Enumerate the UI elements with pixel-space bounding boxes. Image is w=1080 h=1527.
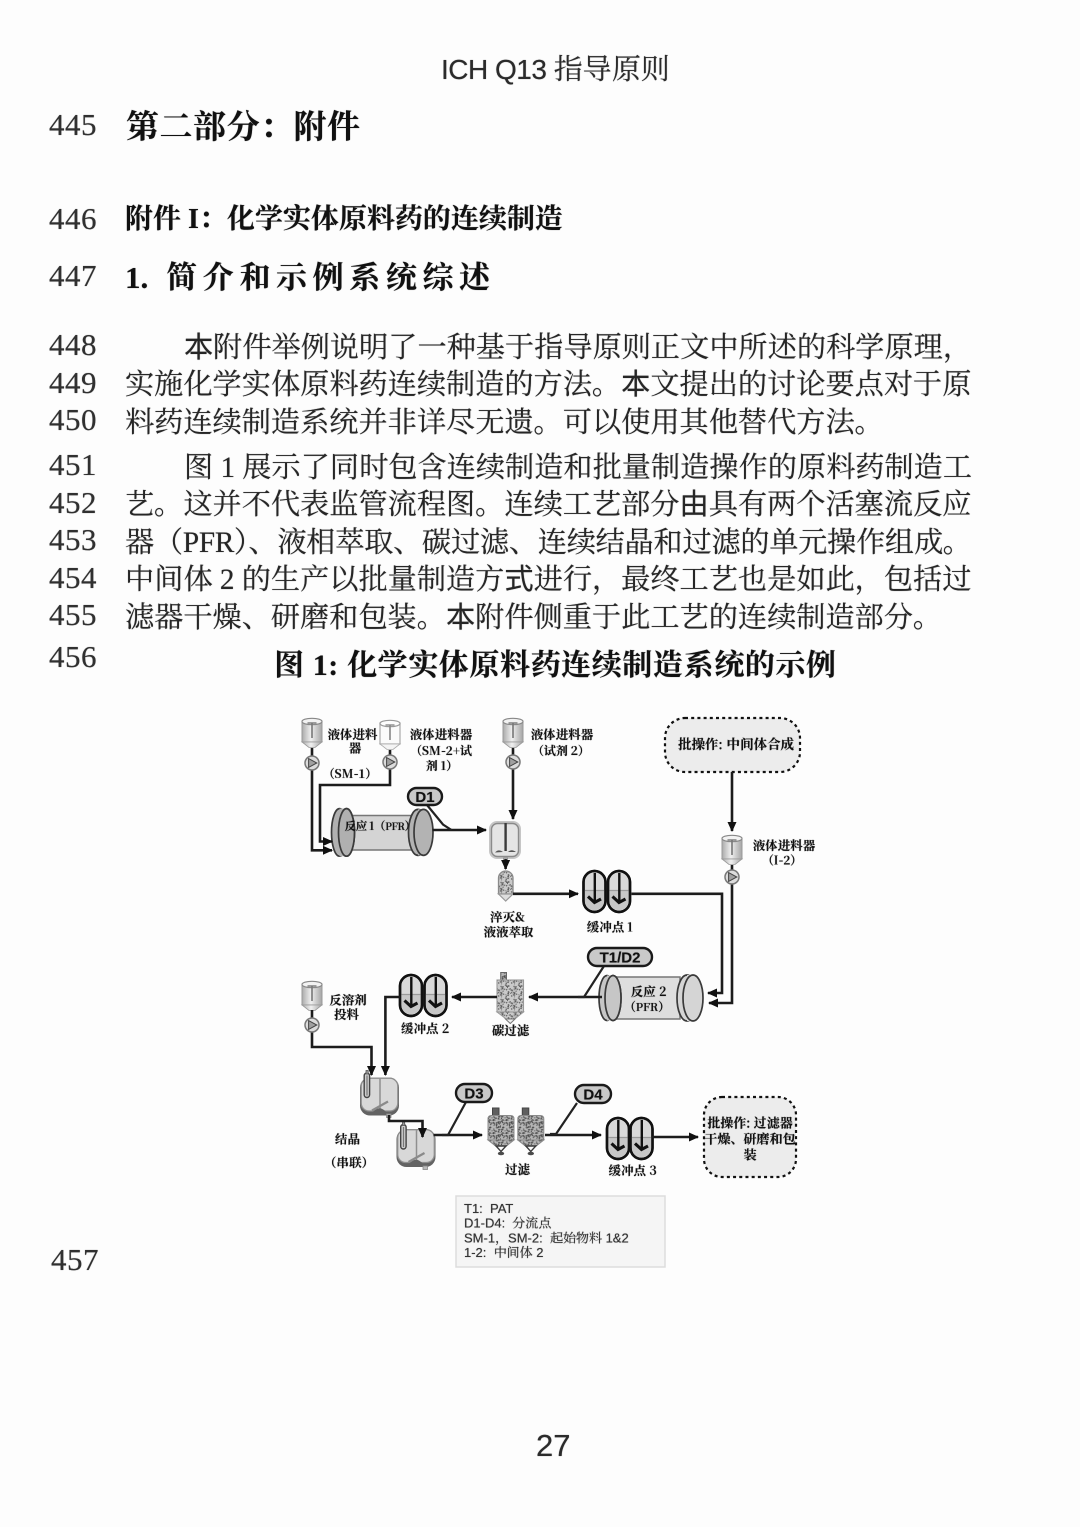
svg-text:SM-1，SM-2: 起始物料 1&2: SM-1，SM-2: 起始物料 1&2 <box>464 1231 629 1246</box>
svg-text:（试剂 2）: （试剂 2） <box>532 742 590 759</box>
svg-text:碳过滤: 碳过滤 <box>492 1021 530 1039</box>
svg-text:液体进料器: 液体进料器 <box>753 836 816 854</box>
svg-text:淬灭&: 淬灭& <box>490 908 526 926</box>
svg-text:投料: 投料 <box>334 1005 360 1023</box>
svg-text:缓冲点 2: 缓冲点 2 <box>401 1019 449 1037</box>
svg-text:反应 1（PFR）: 反应 1（PFR） <box>344 818 415 834</box>
svg-text:剂 1）: 剂 1） <box>426 757 459 774</box>
svg-text:液体进料: 液体进料 <box>327 725 378 743</box>
svg-text:反应 2: 反应 2 <box>631 982 667 1000</box>
svg-text:D3: D3 <box>464 1086 483 1103</box>
svg-text:（SM-2+试: （SM-2+试 <box>410 742 472 759</box>
svg-text:D1: D1 <box>415 789 434 806</box>
svg-text:D4: D4 <box>583 1087 603 1104</box>
svg-text:（串联）: （串联） <box>324 1153 374 1171</box>
svg-text:T1/D2: T1/D2 <box>600 950 641 967</box>
svg-text:批操作: 过滤器: 批操作: 过滤器 <box>707 1113 793 1132</box>
svg-text:缓冲点 3: 缓冲点 3 <box>608 1161 656 1179</box>
svg-text:液体进料器: 液体进料器 <box>531 725 594 743</box>
svg-text:装: 装 <box>743 1145 756 1164</box>
svg-text:结晶: 结晶 <box>335 1130 360 1148</box>
svg-text:（SM-1）: （SM-1） <box>323 765 378 782</box>
svg-text:T1: PAT: T1: PAT <box>464 1201 513 1216</box>
svg-text:器: 器 <box>349 739 362 757</box>
svg-text:D1-D4: 分流点: D1-D4: 分流点 <box>464 1216 551 1231</box>
svg-text:过滤: 过滤 <box>505 1160 531 1178</box>
svg-text:（PFR）: （PFR） <box>624 998 671 1015</box>
svg-text:液体进料器: 液体进料器 <box>410 725 473 743</box>
svg-text:1-2: 中间体 2: 1-2: 中间体 2 <box>464 1245 543 1260</box>
svg-text:反溶剂: 反溶剂 <box>329 991 367 1009</box>
svg-text:批操作: 中间体合成: 批操作: 中间体合成 <box>678 733 794 753</box>
svg-text:缓冲点 1: 缓冲点 1 <box>587 918 634 936</box>
svg-text:（I-2）: （I-2） <box>762 852 803 869</box>
svg-text:干燥、研磨和包: 干燥、研磨和包 <box>704 1129 795 1148</box>
svg-text:液液萃取: 液液萃取 <box>483 923 534 941</box>
